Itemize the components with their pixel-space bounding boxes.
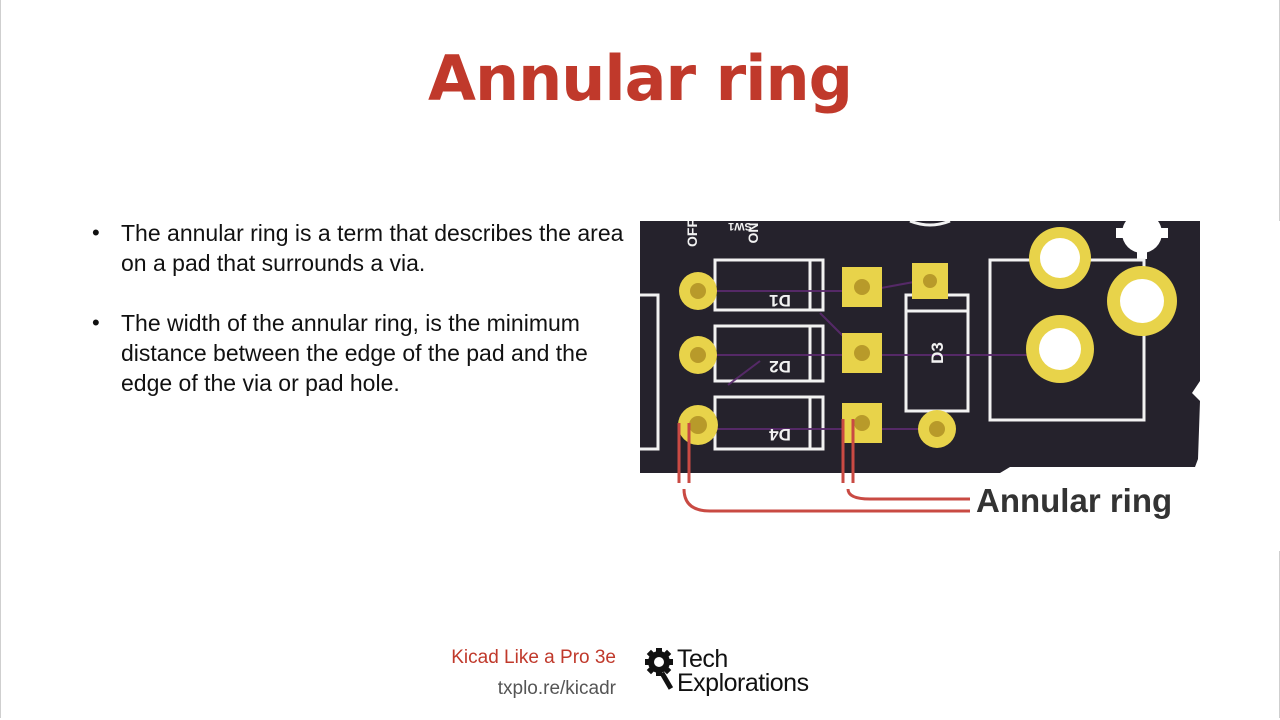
silkscreen-label: D2 [769, 357, 791, 376]
tech-explorations-logo: Tech Explorations [644, 645, 834, 697]
silkscreen-label: ON [745, 223, 761, 244]
silkscreen-label: D3 [928, 342, 947, 364]
annular-ring-label: Annular ring [976, 482, 1172, 519]
bullet-item: The annular ring is a term that describe… [92, 218, 632, 278]
gear-cutout [1116, 221, 1168, 259]
round-pads [678, 227, 1177, 448]
gear-icon [645, 648, 674, 690]
annular-ring-callout [677, 419, 970, 513]
square-pads [842, 263, 948, 443]
bullet-item: The width of the annular ring, is the mi… [92, 308, 632, 398]
silkscreen-label: D4 [769, 425, 791, 444]
silkscreen-label: OFF [684, 221, 700, 247]
pcb-photo: D1 D2 D4 D3 OFF ON SW1 Annular ring [640, 221, 1280, 551]
silkscreen-label: SW1 [728, 221, 752, 232]
brand-name-line2: Explorations [677, 669, 809, 697]
brand-name-line1: Tech [677, 645, 728, 673]
course-name: Kicad Like a Pro 3e [451, 647, 616, 668]
silkscreen-label: D1 [769, 291, 791, 310]
course-url: txplo.re/kicadr [497, 678, 616, 699]
bullet-list: The annular ring is a term that describe… [92, 218, 632, 428]
slide-title: Annular ring [428, 42, 853, 115]
